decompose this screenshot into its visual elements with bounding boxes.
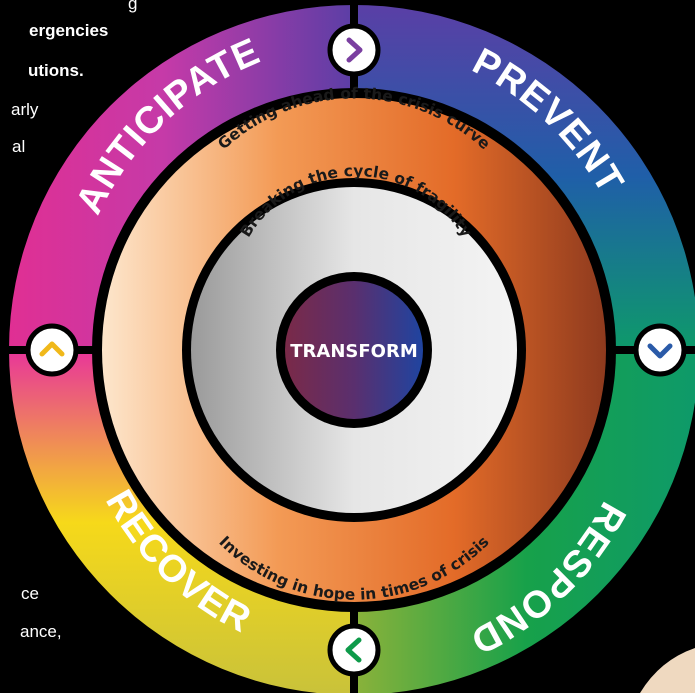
chevron-up-icon[interactable] bbox=[25, 323, 79, 377]
ring-segment-anticipate bbox=[9, 5, 354, 350]
center-circle bbox=[285, 281, 423, 419]
corner-shape bbox=[640, 648, 695, 693]
chevron-left-icon[interactable] bbox=[327, 623, 381, 677]
side-text-line-3: utions. bbox=[28, 61, 84, 80]
side-text-line-6: ce bbox=[21, 584, 39, 603]
side-text-line-1: g bbox=[128, 0, 138, 13]
side-text-line-4: arly bbox=[11, 100, 39, 119]
side-text-line-7: ance, bbox=[20, 622, 62, 641]
ring-segment-respond bbox=[354, 350, 695, 693]
chevron-down-icon[interactable] bbox=[633, 323, 687, 377]
center-label: TRANSFORM bbox=[290, 341, 417, 362]
ring-segment-prevent bbox=[354, 5, 695, 350]
outer-ring bbox=[9, 5, 695, 693]
ring-segment-recover bbox=[9, 350, 354, 693]
chevron-right-icon[interactable] bbox=[327, 23, 381, 77]
side-text-line-5: al bbox=[12, 137, 26, 156]
side-text-line-2: ergencies bbox=[29, 21, 109, 40]
